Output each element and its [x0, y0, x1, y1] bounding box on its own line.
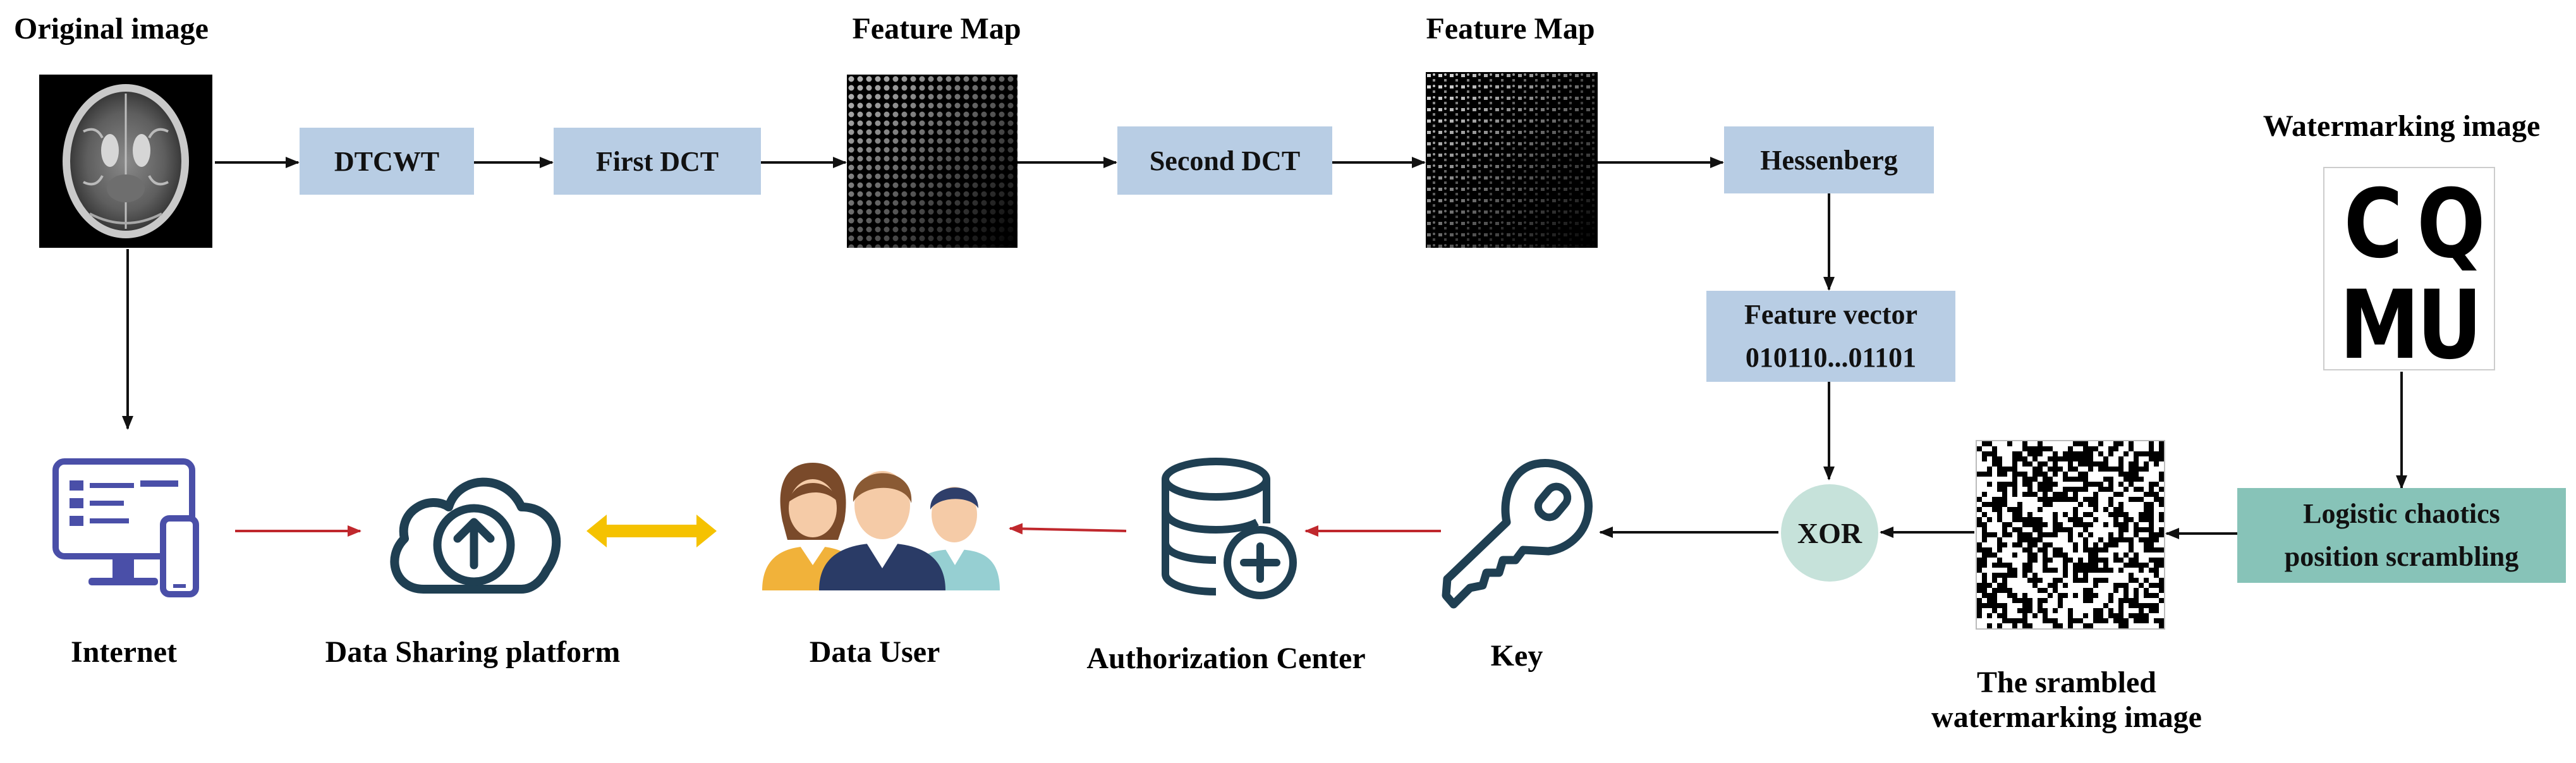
label-data-user: Data User: [809, 635, 940, 669]
label-scrambled-watermark: The srambled watermarking image: [1931, 665, 2202, 735]
watermark-image: C Q M U: [2323, 167, 2495, 370]
feature-vector-bits: 010110...01101: [1745, 342, 1917, 373]
second-dct-box: Second DCT: [1117, 126, 1332, 195]
logistic-line-1: Logistic chaotics: [2303, 497, 2500, 529]
label-feature-map-2: Feature Map: [1426, 12, 1595, 46]
key-icon: [1442, 459, 1593, 609]
label-scrambled-line-1: The srambled: [1976, 666, 2156, 699]
users-icon: [762, 463, 1000, 590]
watermark-letter-u: U: [2417, 270, 2482, 369]
cloud-upload-icon: [390, 477, 561, 594]
arrow-authorization-to-user: [1009, 523, 1127, 535]
label-data-sharing-platform: Data Sharing platform: [325, 635, 621, 669]
scrambled-noise-image: [1976, 440, 2165, 630]
logistic-line-2: position scrambling: [2284, 541, 2519, 572]
watermark-letter-q: Q: [2417, 169, 2485, 279]
label-authorization-center: Authorization Center: [1086, 642, 1366, 675]
label-watermarking-image: Watermarking image: [2263, 109, 2541, 143]
dtcwt-box: DTCWT: [300, 128, 474, 195]
logistic-scrambling-box: Logistic chaotics position scrambling: [2237, 488, 2566, 583]
label-scrambled-line-2: watermarking image: [1931, 700, 2202, 735]
feature-map-image-2: [1426, 72, 1598, 248]
feature-vector-title: Feature vector: [1744, 298, 1918, 330]
label-internet: Internet: [71, 635, 177, 669]
label-feature-map-1: Feature Map: [852, 12, 1021, 46]
xor-circle: XOR: [1781, 484, 1878, 582]
feature-map-image-1: [847, 75, 1018, 248]
brain-mri-image: [39, 75, 212, 248]
computer-icon: [52, 458, 199, 597]
label-key: Key: [1490, 639, 1543, 673]
database-add-icon: [1162, 458, 1297, 599]
label-original-image: Original image: [14, 12, 209, 46]
first-dct-box: First DCT: [554, 128, 761, 195]
watermark-letter-c: C: [2344, 169, 2403, 279]
watermark-letter-m: M: [2340, 270, 2420, 369]
hessenberg-box: Hessenberg: [1724, 126, 1934, 193]
feature-vector-box: Feature vector 010110...01101: [1706, 291, 1955, 382]
double-arrow-platform-user: [586, 515, 717, 547]
